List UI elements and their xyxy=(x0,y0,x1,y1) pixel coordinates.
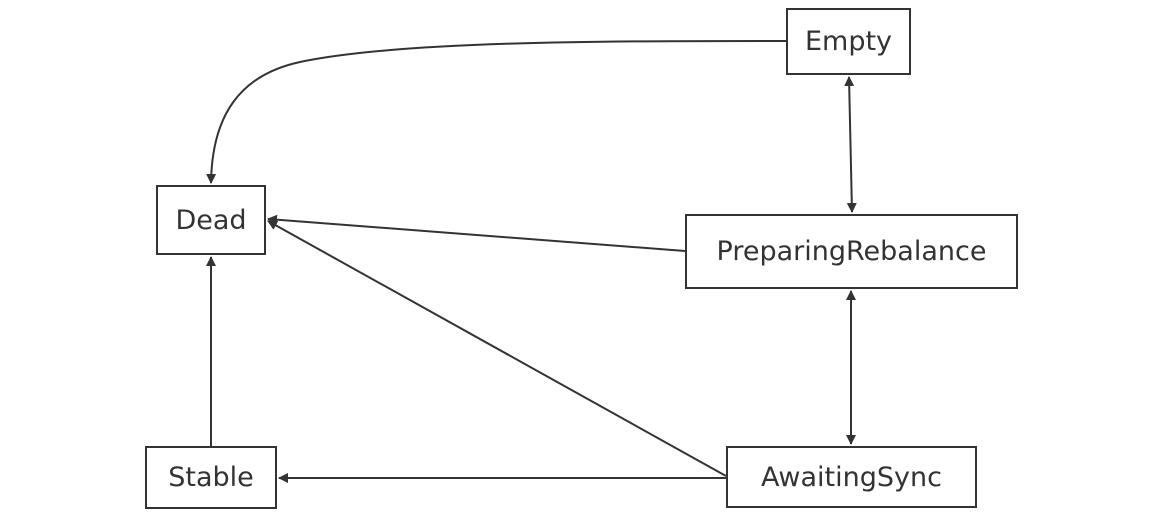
state-dead-label: Dead xyxy=(175,204,247,236)
state-empty-label: Empty xyxy=(804,26,893,57)
state-stable-label: Stable xyxy=(168,462,254,493)
state-preparing-rebalance-label: PreparingRebalance xyxy=(716,236,987,267)
state-stable: Stable xyxy=(145,446,277,509)
state-awaiting-sync: AwaitingSync xyxy=(726,446,977,508)
edge-empty-to-dead xyxy=(206,40,787,184)
edge-preparing-to-dead xyxy=(267,214,686,252)
state-preparing-rebalance: PreparingRebalance xyxy=(685,214,1018,289)
state-empty: Empty xyxy=(786,8,911,75)
edge-awaiting-to-dead xyxy=(267,220,727,477)
state-awaiting-sync-label: AwaitingSync xyxy=(761,461,942,493)
state-dead: Dead xyxy=(156,185,266,255)
edge-empty-preparing xyxy=(844,76,857,213)
